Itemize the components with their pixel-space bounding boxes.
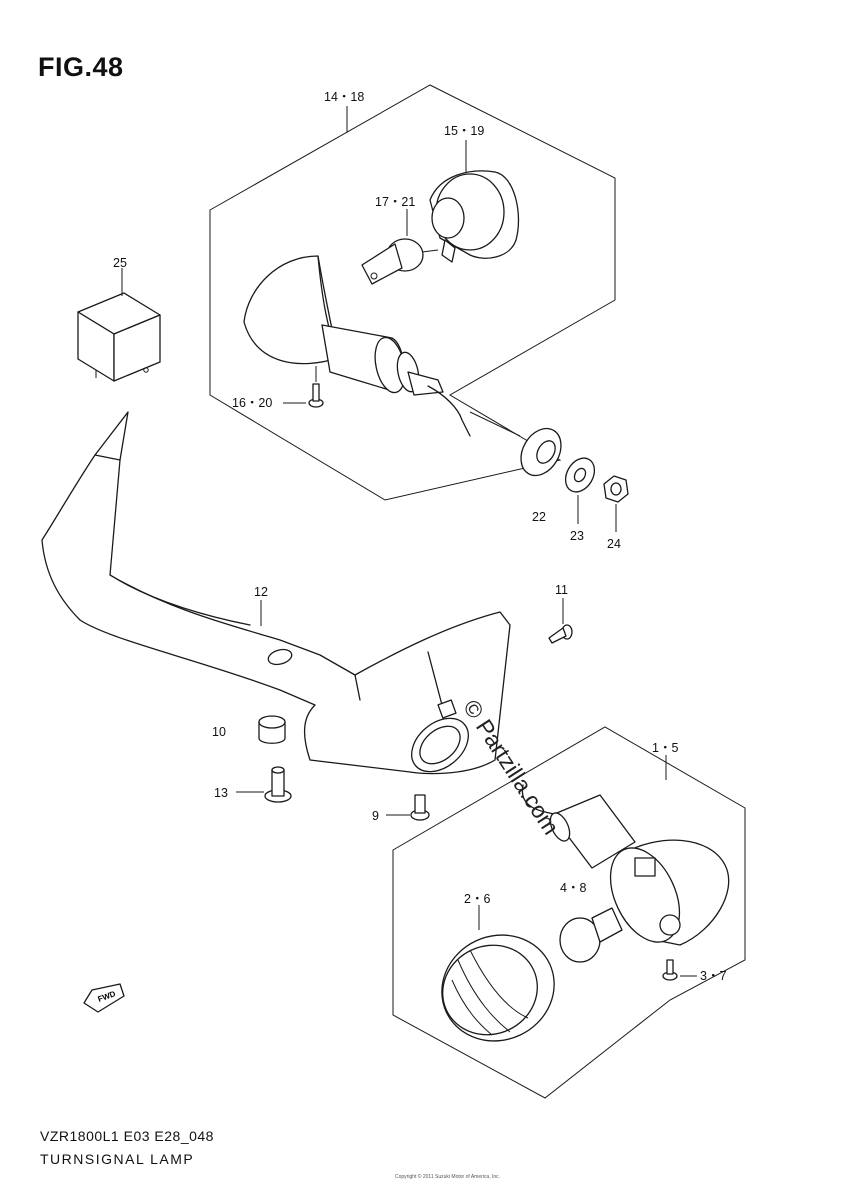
callout-16-20: 16・20 [232,396,272,410]
grommet-22 [520,427,562,477]
callout-1-5: 1・5 [652,741,678,755]
callout-14-18: 14・18 [324,90,364,104]
lower-bulb-4-8 [559,907,623,963]
screw-11 [548,598,573,644]
callout-12: 12 [254,585,268,599]
upper-bulb-17-21 [361,209,439,285]
callout-13: 13 [214,786,228,800]
callout-3-7: 3・7 [700,969,726,983]
callout-11: 11 [555,583,568,597]
copyright-footer: Copyright © 2011 Suzuki Motor of America… [395,1174,501,1180]
callout-25: 25 [113,256,127,270]
screw-3-7 [662,959,697,981]
callout-9: 9 [372,809,379,823]
callout-23: 23 [570,529,584,543]
section-title: TURNSIGNAL LAMP [40,1151,195,1167]
lamp-socket-15-19 [429,140,520,263]
upper-turn-lamp-housing [243,255,521,437]
callout-2-6: 2・6 [464,892,490,906]
nut-24 [603,475,629,532]
callout-10: 10 [212,725,226,739]
screw-16-20 [283,366,324,408]
callout-4-8: 4・8 [560,881,586,895]
model-code: VZR1800L1 E03 E28_048 [40,1128,214,1144]
relay-25 [77,268,161,382]
lens-2-6 [441,905,555,1042]
washer-23 [564,457,596,524]
callout-22: 22 [532,510,546,524]
callout-24: 24 [607,537,621,551]
upper-lamp-group-outline [209,84,616,501]
screw-9 [386,794,430,821]
cushion-10 [258,715,286,744]
figure-title: FIG.48 [38,52,124,82]
lower-turn-lamp-housing [521,784,730,946]
callout-17-21: 17・21 [375,195,415,209]
lower-lamp-group-outline [392,726,746,1099]
bolt-13 [236,766,292,803]
callout-15-19: 15・19 [444,124,484,138]
turnsignal-bracket-12 [41,411,511,775]
forward-direction-arrow: FWD [83,983,125,1013]
